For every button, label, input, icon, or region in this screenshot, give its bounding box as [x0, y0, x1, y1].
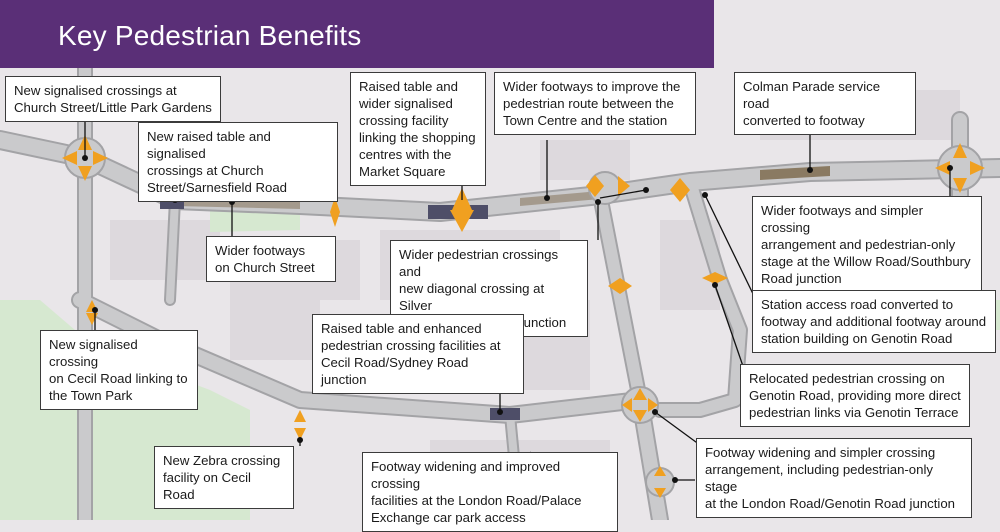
callout-station-access-road: Station access road converted to footway… — [752, 290, 996, 353]
crossing-markers — [62, 135, 985, 498]
callout-palace-exchange: Footway widening and improved crossing f… — [362, 452, 618, 532]
callout-london-genotin: Footway widening and simpler crossing ar… — [696, 438, 972, 518]
callout-market-square-table: Raised table and wider signalised crossi… — [350, 72, 486, 186]
callout-town-centre-station-footways: Wider footways to improve the pedestrian… — [494, 72, 696, 135]
callout-cecil-zebra: New Zebra crossing facility on Cecil Roa… — [154, 446, 294, 509]
title-bar: Key Pedestrian Benefits — [0, 0, 714, 68]
callout-colman-parade: Colman Parade service road converted to … — [734, 72, 916, 135]
callout-willow-southbury: Wider footways and simpler crossing arra… — [752, 196, 982, 293]
callout-cecil-sydney: Raised table and enhanced pedestrian cro… — [312, 314, 524, 394]
callout-church-street-little-park: New signalised crossings at Church Stree… — [5, 76, 221, 122]
callout-church-street-footways: Wider footways on Church Street — [206, 236, 336, 282]
callout-church-street-sarnesfield: New raised table and signalised crossing… — [138, 122, 338, 202]
page-title: Key Pedestrian Benefits — [58, 20, 362, 51]
callout-genotin-relocated: Relocated pedestrian crossing on Genotin… — [740, 364, 970, 427]
callout-cecil-town-park: New signalised crossing on Cecil Road li… — [40, 330, 198, 410]
